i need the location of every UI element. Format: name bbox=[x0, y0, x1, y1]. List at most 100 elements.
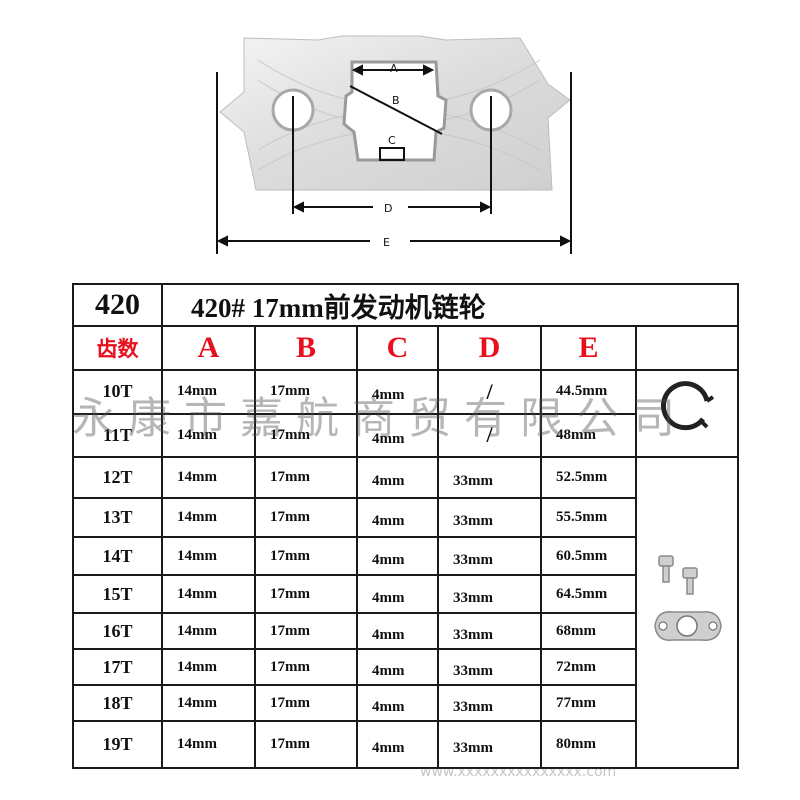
dim-b-cell-text: 17mm bbox=[270, 547, 310, 564]
dim-a-cell: 14mm bbox=[161, 497, 256, 538]
teeth-count-cell: 19T bbox=[72, 720, 163, 769]
dim-a-cell-text: 14mm bbox=[177, 426, 217, 443]
header-blank bbox=[635, 325, 739, 371]
dim-a-cell: 14mm bbox=[161, 369, 256, 415]
dim-e-cell-text: 48mm bbox=[556, 426, 596, 443]
table-row: 11T 14mm 17mm 4mm / 48mm bbox=[72, 412, 738, 458]
teeth-count-cell-text: 15T bbox=[102, 583, 133, 604]
center-spline-hole bbox=[342, 60, 448, 162]
dim-a-cell: 14mm bbox=[161, 412, 256, 458]
dim-e-cell-text: 64.5mm bbox=[556, 585, 608, 602]
dim-a-cell: 14mm bbox=[161, 648, 256, 686]
dim-a-cell-text: 14mm bbox=[177, 547, 217, 564]
dim-c-cell: 4mm bbox=[356, 574, 439, 614]
dim-d-cell-text: 33mm bbox=[453, 473, 493, 489]
dim-c-cell-text: 4mm bbox=[372, 551, 405, 568]
dim-e-cell-text: 55.5mm bbox=[556, 509, 608, 525]
dim-e-cell: 72mm bbox=[540, 648, 637, 686]
dim-d-cell: 33mm bbox=[437, 648, 542, 686]
dim-d-cell-text: 33mm bbox=[453, 551, 493, 568]
dim-b-cell: 17mm bbox=[254, 612, 358, 650]
sprocket-dimension-diagram: A B C D E bbox=[216, 35, 572, 254]
dim-b-cell-text: 17mm bbox=[270, 658, 310, 675]
dim-b-cell: 17mm bbox=[254, 412, 358, 458]
dim-a-cell-text: 14mm bbox=[177, 383, 217, 400]
dim-e-cell: 68mm bbox=[540, 612, 637, 650]
teeth-count-cell-text: 19T bbox=[102, 734, 133, 754]
dim-e-cell: 55.5mm bbox=[540, 497, 637, 538]
teeth-count-cell-text: 11T bbox=[102, 424, 132, 445]
header-a: A bbox=[161, 325, 256, 371]
dim-e-cell: 48mm bbox=[540, 412, 637, 458]
header-c: C bbox=[356, 325, 439, 371]
dim-a-cell-text: 14mm bbox=[177, 694, 217, 711]
teeth-count-cell-text: 17T bbox=[102, 656, 133, 677]
dim-c-cell-text: 4mm bbox=[372, 626, 405, 643]
dim-label-e: E bbox=[383, 236, 390, 249]
header-b: B bbox=[254, 325, 358, 371]
dim-b-cell: 17mm bbox=[254, 456, 358, 499]
dim-d-cell: 33mm bbox=[437, 684, 542, 722]
dim-a-cell-text: 14mm bbox=[177, 658, 217, 675]
dim-label-c: C bbox=[388, 134, 396, 147]
dim-c-cell: 4mm bbox=[356, 612, 439, 650]
dim-c-cell: 4mm bbox=[356, 497, 439, 538]
dim-b-cell-text: 17mm bbox=[270, 622, 310, 639]
dim-b-cell: 17mm bbox=[254, 369, 358, 415]
dim-c-cell-text: 4mm bbox=[372, 589, 405, 606]
teeth-count-cell: 10T bbox=[72, 369, 163, 415]
dim-e-cell: 44.5mm bbox=[540, 369, 637, 415]
lock-plate-image-cell bbox=[635, 456, 739, 769]
dim-c-cell-text: 4mm bbox=[372, 387, 405, 404]
model-number: 420 bbox=[72, 283, 163, 327]
dim-b-cell: 17mm bbox=[254, 684, 358, 722]
dim-e-cell-text: 72mm bbox=[556, 658, 596, 675]
dim-b-cell: 17mm bbox=[254, 536, 358, 576]
dim-e-cell-text: 80mm bbox=[556, 736, 596, 752]
dim-c-cell: 4mm bbox=[356, 684, 439, 722]
teeth-count-cell: 16T bbox=[72, 612, 163, 650]
dim-b-cell-text: 17mm bbox=[270, 736, 310, 752]
table-row: 17T 14mm 17mm 4mm 33mm 72mm bbox=[72, 648, 738, 686]
dim-c-cell-text: 4mm bbox=[372, 662, 405, 679]
table-title-row: 420 420# 17mm前发动机链轮 bbox=[72, 283, 739, 327]
dim-d-cell-text: 33mm bbox=[453, 698, 493, 715]
dim-e-cell-text: 68mm bbox=[556, 622, 596, 639]
dim-d-cell: 33mm bbox=[437, 497, 542, 538]
dim-e-cell-text: 44.5mm bbox=[556, 383, 608, 400]
dim-a-cell: 14mm bbox=[161, 536, 256, 576]
dim-e-cell: 80mm bbox=[540, 720, 637, 769]
header-teeth: 齿数 bbox=[72, 325, 163, 371]
sprocket-image bbox=[219, 35, 571, 191]
teeth-count-cell: 18T bbox=[72, 684, 163, 722]
dim-d-cell-text: 33mm bbox=[453, 589, 493, 606]
dim-b-cell-text: 17mm bbox=[270, 383, 310, 400]
teeth-count-cell: 11T bbox=[72, 412, 163, 458]
dim-label-d: D bbox=[384, 202, 392, 215]
teeth-count-cell: 13T bbox=[72, 497, 163, 538]
dim-c-cell: 4mm bbox=[356, 720, 439, 769]
dim-e-cell: 60.5mm bbox=[540, 536, 637, 576]
dim-c-cell: 4mm bbox=[356, 369, 439, 415]
dim-d-cell: / bbox=[437, 412, 542, 458]
lock-plate-and-bolts-icon bbox=[654, 555, 722, 641]
dim-d-cell: 33mm bbox=[437, 536, 542, 576]
dim-d-cell: 33mm bbox=[437, 456, 542, 499]
dim-e-cell: 64.5mm bbox=[540, 574, 637, 614]
dim-d-cell: 33mm bbox=[437, 720, 542, 769]
teeth-count-cell: 12T bbox=[72, 456, 163, 499]
dim-c-cell-text: 4mm bbox=[372, 430, 405, 447]
dim-label-b: B bbox=[392, 94, 400, 107]
teeth-count-cell-text: 16T bbox=[102, 620, 133, 641]
teeth-count-cell: 14T bbox=[72, 536, 163, 576]
dim-label-a: A bbox=[390, 62, 398, 75]
dim-c-cell-text: 4mm bbox=[372, 513, 405, 529]
dim-d-cell-text: 33mm bbox=[453, 513, 493, 529]
dim-c-cell: 4mm bbox=[356, 648, 439, 686]
circlip-icon bbox=[661, 381, 715, 431]
dim-d-cell-text: 33mm bbox=[453, 740, 493, 756]
